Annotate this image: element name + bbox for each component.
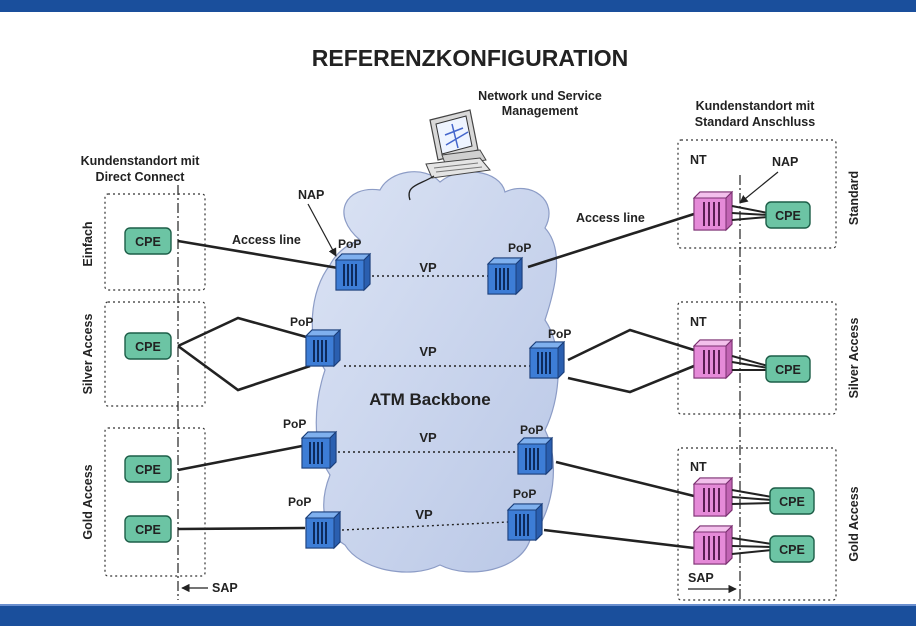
nt-label-gold: NT [690, 460, 707, 474]
right-site-label-line1: Kundenstandort mit [696, 99, 816, 113]
left-gold-site-box [104, 427, 206, 577]
right-gold-site-box [677, 447, 837, 601]
cpe-label: CPE [775, 209, 801, 223]
gold-right-access-line-2 [543, 528, 695, 550]
cpe-label: CPE [779, 543, 805, 557]
vp-label-3: VP [419, 430, 437, 445]
left-site-label-line1: Kundenstandort mit [81, 154, 201, 168]
cpe-gold-left-1: CPE [124, 455, 172, 483]
nt-silver [693, 339, 733, 379]
nt-gold-1 [693, 477, 733, 517]
right-tier-silver: Silver Access [847, 318, 861, 399]
nms-label-line1: Network und Service [478, 89, 602, 103]
right-tier-gold: Gold Access [847, 486, 861, 561]
vp-label-4: VP [415, 507, 433, 522]
left-tier-silver: Silver Access [81, 314, 95, 395]
backbone-label: ATM Backbone [369, 390, 491, 409]
silver-right-access-lines [567, 328, 695, 394]
cpe-label: CPE [135, 235, 161, 249]
cpe-label: CPE [779, 495, 805, 509]
page-title: REFERENZKONFIGURATION [312, 45, 628, 71]
gold-left-access-line-2 [177, 526, 306, 531]
right-tier-standard: Standard [847, 171, 861, 225]
cpe-silver-right: CPE [765, 355, 811, 383]
pop-label-right-2: PoP [548, 327, 571, 341]
pop-label-left-3: PoP [283, 417, 306, 431]
cpe-einfach: CPE [124, 227, 172, 255]
pop-label-right-3: PoP [520, 423, 543, 437]
pop-label-left-4: PoP [288, 495, 311, 509]
nt-label-silver: NT [690, 315, 707, 329]
pop-label-left-1: PoP [338, 237, 361, 251]
access-line-label-left: Access line [232, 233, 301, 247]
nt-gold-2-fan [731, 537, 773, 555]
pop-right-2 [529, 341, 565, 379]
pop-right-1 [487, 257, 523, 295]
gold-right-access-line-1 [555, 460, 695, 498]
cpe-silver-left: CPE [124, 332, 172, 360]
cpe-label: CPE [135, 463, 161, 477]
pop-left-1 [335, 253, 371, 291]
left-silver-site-box [104, 301, 206, 407]
right-standard-site-box [677, 139, 837, 249]
left-tier-gold: Gold Access [81, 464, 95, 539]
cpe-label: CPE [775, 363, 801, 377]
management-computer-icon [425, 109, 491, 179]
access-line-label-right: Access line [576, 211, 645, 225]
pop-right-4 [507, 503, 543, 541]
nt-gold-1-fan [731, 489, 773, 505]
nap-arrow-right [739, 171, 779, 204]
cpe-label: CPE [135, 340, 161, 354]
standard-access-line [527, 212, 695, 269]
nt-standard [693, 191, 733, 231]
silver-left-access-lines [177, 316, 311, 392]
vp-label-2: VP [419, 344, 437, 359]
nt-gold-2 [693, 525, 733, 565]
pop-label-left-2: PoP [290, 315, 313, 329]
einfach-access-line [177, 239, 339, 270]
nap-label-right: NAP [772, 155, 798, 169]
pop-label-right-4: PoP [513, 487, 536, 501]
nt-standard-fan [731, 205, 769, 221]
pop-left-2 [305, 329, 341, 367]
management-link [408, 175, 435, 201]
cpe-gold-right-2: CPE [769, 535, 815, 563]
left-einfach-site-box [104, 193, 206, 291]
bottom-frame-line [0, 604, 916, 606]
nap-arrow-left [307, 203, 337, 257]
bottom-frame-bar [0, 606, 916, 626]
pop-label-right-1: PoP [508, 241, 531, 255]
pop-left-3 [301, 431, 337, 469]
cpe-gold-left-2: CPE [124, 515, 172, 543]
top-frame-bar [0, 0, 916, 12]
pop-left-4 [305, 511, 341, 549]
cpe-label: CPE [135, 523, 161, 537]
left-tier-einfach: Einfach [81, 221, 95, 266]
right-site-label-line2: Standard Anschluss [695, 115, 815, 129]
nt-silver-fan [731, 355, 769, 371]
right-silver-site-box [677, 301, 837, 415]
nap-label-left: NAP [298, 188, 324, 202]
pop-right-3 [517, 437, 553, 475]
cpe-standard: CPE [765, 201, 811, 229]
left-site-label-line2: Direct Connect [96, 170, 186, 184]
nms-label-line2: Management [502, 104, 579, 118]
gold-left-access-line-1 [177, 444, 303, 472]
cpe-gold-right-1: CPE [769, 487, 815, 515]
sap-label-right: SAP [688, 571, 714, 585]
nt-label-standard: NT [690, 153, 707, 167]
sap-label-left: SAP [212, 581, 238, 595]
vp-label-1: VP [419, 260, 437, 275]
